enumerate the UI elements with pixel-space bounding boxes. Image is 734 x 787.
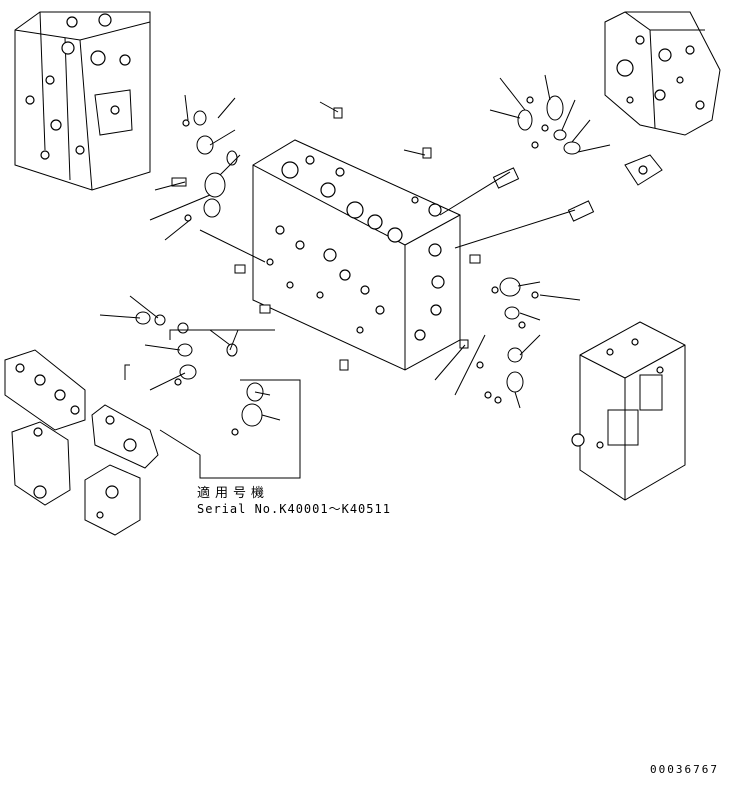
cover-casting-left-1 xyxy=(4,349,86,431)
applicable-serial-label: 適用号機 xyxy=(197,486,270,501)
valve-section-top-left xyxy=(14,11,151,191)
o-rings-right xyxy=(476,277,539,404)
main-valve-block xyxy=(252,139,461,371)
cover-casting-left-3 xyxy=(11,421,71,506)
serial-number-range: Serial No.K40001〜K40511 xyxy=(197,502,391,516)
serial-bracket xyxy=(124,329,301,479)
end-plate-bottom-right xyxy=(571,321,686,501)
cover-casting-left-2 xyxy=(91,404,159,469)
end-cover-top-right xyxy=(604,11,721,136)
o-rings-left xyxy=(171,110,238,222)
drawing-number: 00036767 xyxy=(650,763,719,776)
leader-lines xyxy=(99,74,611,421)
o-rings-lower-left xyxy=(135,311,264,436)
plugs xyxy=(234,107,481,371)
cover-casting-left-4 xyxy=(84,464,141,536)
relief-valve-parts-upper xyxy=(492,95,663,222)
